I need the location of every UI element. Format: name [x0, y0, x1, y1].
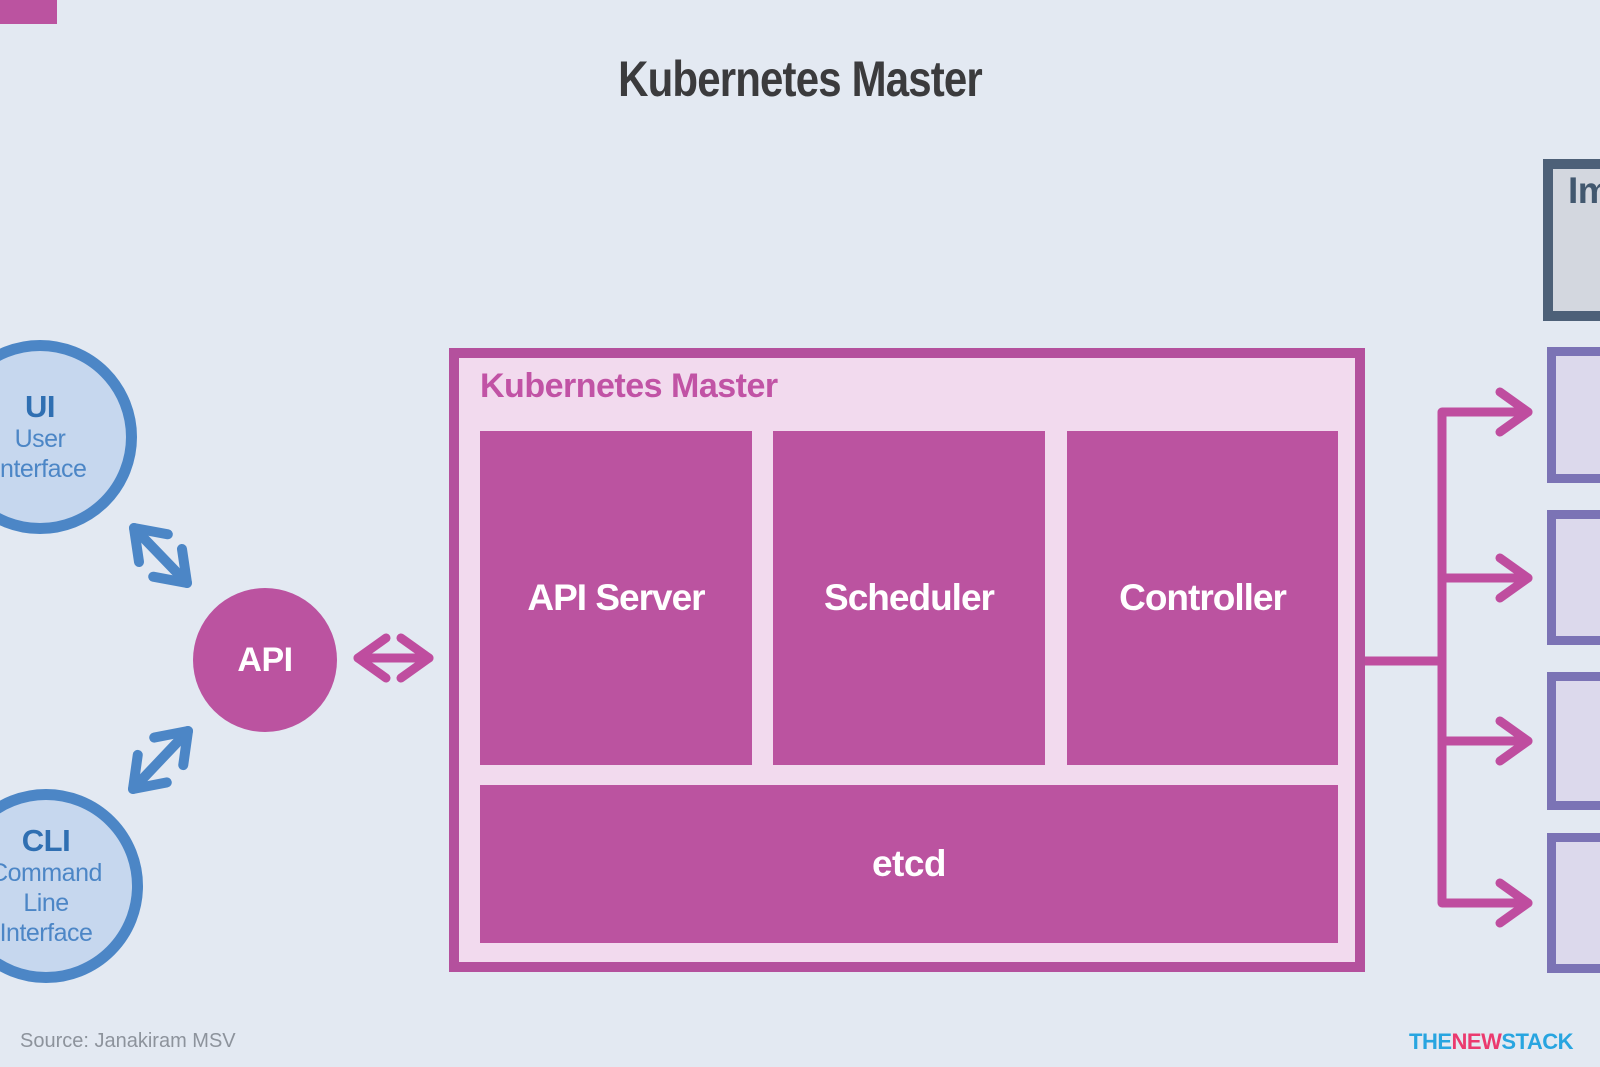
- node-box-3: [1547, 672, 1600, 810]
- etcd-box: etcd: [480, 785, 1338, 943]
- ui-name-line: User: [14, 425, 66, 454]
- controller-box: Controller: [1067, 431, 1338, 765]
- logo-stack: STACK: [1501, 1029, 1573, 1054]
- cli-api-arrow: [128, 726, 193, 794]
- logo-new: NEW: [1451, 1029, 1502, 1054]
- registry-box-cropped: Im: [1543, 159, 1600, 321]
- registry-label: Im: [1568, 170, 1600, 211]
- kubernetes-master-box: Kubernetes Master API Server Scheduler C…: [449, 348, 1365, 972]
- logo-the: THE: [1409, 1029, 1452, 1054]
- cli-name-line: Interface: [0, 919, 93, 948]
- ui-abbr: UI: [25, 388, 56, 424]
- master-heading: Kubernetes Master: [480, 367, 778, 405]
- page-title: Kubernetes Master: [618, 51, 983, 107]
- master-fanout-trunk: [1365, 412, 1447, 903]
- api-server-box: API Server: [480, 431, 752, 765]
- source-credit: Source: Janakiram MSV: [20, 1030, 236, 1052]
- controller-label: Controller: [1119, 577, 1287, 618]
- newstack-logo: THENEWSTACK: [1409, 1029, 1573, 1055]
- api-server-label: API Server: [527, 577, 705, 618]
- ui-api-arrow: [129, 523, 192, 588]
- node-box-4: [1547, 833, 1600, 973]
- node-box-2: [1547, 510, 1600, 645]
- scheduler-label: Scheduler: [824, 577, 995, 618]
- ui-name-line: Interface: [0, 455, 87, 484]
- corner-accent-swatch: [0, 0, 57, 24]
- scheduler-box: Scheduler: [773, 431, 1045, 765]
- etcd-label: etcd: [871, 843, 947, 884]
- cli-name-line: Command: [0, 859, 102, 888]
- api-circle: API: [193, 588, 337, 732]
- api-label: API: [237, 640, 293, 679]
- cli-name-line: Line: [23, 889, 69, 918]
- cli-abbr: CLI: [21, 822, 71, 858]
- node-box-1: [1547, 347, 1600, 483]
- ui-circle: UI User Interface: [0, 340, 137, 534]
